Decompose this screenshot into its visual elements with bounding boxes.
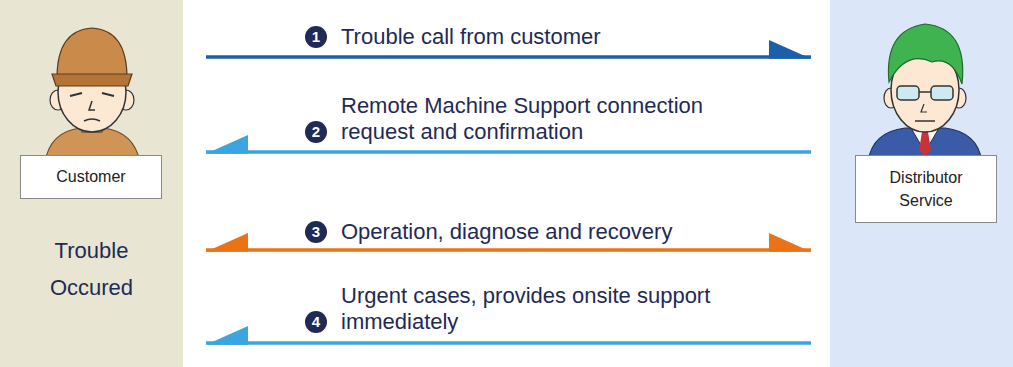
callout-holder: 2: [305, 121, 327, 143]
step-label: Trouble call from customer: [341, 24, 751, 50]
callout-holder: 1: [305, 26, 327, 48]
callout-holder: 4: [305, 311, 327, 333]
box-label: Distributor Service: [872, 166, 980, 212]
callout-number: 2: [305, 121, 327, 143]
callout-number: 4: [305, 311, 327, 333]
arrow-head: [206, 233, 248, 252]
callout-holder: 3: [305, 221, 327, 243]
arrow-head: [769, 233, 811, 252]
distributor-figure: [868, 24, 982, 162]
flow-arrow: [206, 326, 811, 345]
arrow-line: [206, 150, 811, 154]
box-label: Customer: [31, 166, 151, 188]
callout-number: 3: [305, 221, 327, 243]
edge-label-holder: Operation, diagnose and recovery: [341, 219, 751, 245]
arrow-head: [206, 326, 248, 345]
edge-label-holder: Remote Machine Support connection reques…: [341, 93, 751, 145]
status-text: Trouble Occured: [27, 232, 157, 306]
arrow-line: [206, 341, 811, 345]
customer-figure: [45, 28, 140, 162]
arrow-head: [206, 135, 248, 154]
arrow-line: [206, 55, 811, 59]
edge-label-holder: Urgent cases, provides onsite support im…: [341, 283, 751, 335]
edge-label-holder: Trouble call from customer: [341, 24, 751, 50]
customer-band: [0, 0, 183, 367]
arrow-head: [769, 40, 811, 59]
step-label: Operation, diagnose and recovery: [341, 219, 751, 245]
distributor-panel: [830, 0, 1013, 367]
customer-box: Customer: [20, 155, 162, 199]
distributor-box: Distributor Service: [855, 155, 997, 223]
customer-band: Trouble Occured Customer: [0, 0, 183, 367]
arrow-line: [206, 248, 811, 252]
callout-number: 1: [305, 26, 327, 48]
step-label: Remote Machine Support connection reques…: [341, 93, 751, 145]
step-label: Urgent cases, provides onsite support im…: [341, 283, 751, 335]
